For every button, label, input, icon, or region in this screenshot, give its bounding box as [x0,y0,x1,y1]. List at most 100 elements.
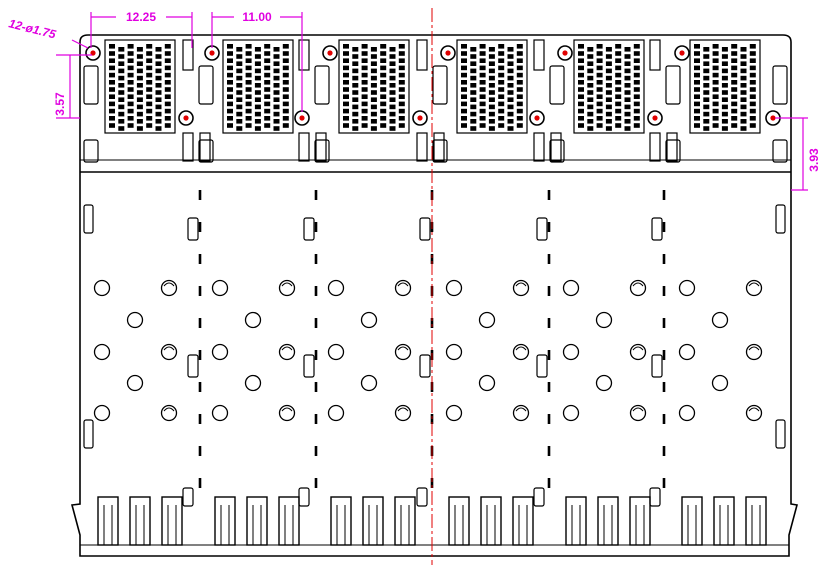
fin-segment [694,72,700,78]
fin-segment [370,111,377,117]
fin-segment [624,54,631,59]
fin-segment [352,111,359,117]
fin-segment [694,87,700,92]
mounting-hole-center [90,50,96,56]
fin-segment [596,51,603,56]
fin-segment [343,65,349,71]
mounting-hole-center [770,115,776,121]
fin-segment [498,94,505,99]
fin-segment [264,65,271,71]
lower-window [83,139,99,163]
fin-segment [703,83,710,88]
vent-hole-arc [748,346,760,351]
fin-segment [703,111,710,117]
fin-segment [479,72,486,78]
fin-segment [370,83,377,88]
fin-segment [236,75,243,81]
fin-segment [118,119,125,124]
fin-segment [398,101,405,107]
mounting-hole [178,110,194,126]
fin-segment [507,119,514,124]
fin-segment [361,123,368,128]
fin-segment [633,108,640,114]
latch-window [198,65,214,105]
fin-segment [245,65,252,71]
fin-segment [703,97,710,102]
fin-segment [155,111,162,117]
fin-segment [127,65,134,71]
fin-segment [498,101,505,107]
fin-segment [245,94,252,99]
latch-window [314,65,330,105]
body-tab [303,217,315,241]
fin-segment [398,87,405,92]
latch-window [432,65,448,105]
fin-segment [703,75,710,81]
side-tabs [83,204,786,449]
fin-segment [109,72,115,78]
fin-segment [605,119,612,124]
fin-segment [118,54,125,59]
press-fit-pins [97,487,767,546]
vent-hole [360,374,378,392]
fin-segment [370,61,377,66]
vent-holes [93,279,763,422]
fin-segment [479,116,486,121]
fin-segment [398,65,405,71]
fin-segment [127,51,134,56]
fin-segment [587,83,594,88]
fin-segment [273,104,280,110]
vent-hole [394,279,412,297]
fin-segment [264,80,271,85]
mounting-hole-center [534,115,540,121]
fin-segment [254,54,261,59]
fin-segment [470,126,477,131]
fin-segment [479,108,486,114]
fin-segment [749,72,756,78]
fin-segment [624,111,631,117]
fin-segment [624,97,631,102]
edge-tab [83,419,94,449]
fin-segment [389,119,396,124]
pin-outer [161,496,183,546]
top-latch-tab [533,39,545,71]
fin-segment [361,51,368,56]
fin-segment [343,58,349,63]
fin-segment [370,90,377,95]
fin-segment [164,51,171,56]
fin-segment [587,104,594,110]
fin-segment [361,108,368,114]
vent-hole-arc [748,407,760,412]
fin-segment [164,101,171,107]
fin-segment [155,126,162,131]
mounting-hole-center [562,50,568,56]
fin-segment [254,83,261,88]
mounting-hole [557,45,573,61]
fin-segment [361,72,368,78]
fin-segment [136,119,143,124]
fin-segment [615,116,622,121]
fin-segment [712,108,719,114]
fin-segment [264,101,271,107]
fin-segment [740,90,747,95]
fin-segment [633,72,640,78]
fin-segment [155,97,162,102]
fin-segment [507,111,514,117]
fin-segment [740,75,747,81]
fin-segment [516,51,523,56]
fin-segment [146,51,153,56]
heat-sink-frame [338,39,410,134]
fin-segment [470,111,477,117]
divider-tab-left [298,132,310,162]
fin-segment [389,75,396,81]
fin-segment [398,51,405,56]
vent-hole [629,343,647,361]
fin-segment [146,72,153,78]
fin-segment [273,61,280,66]
vent-hole [478,311,496,329]
fin-segment [380,58,387,63]
fin-segment [136,83,143,88]
fin-segment [578,44,584,49]
fin-segment [731,108,738,114]
fin-segment [164,65,171,71]
